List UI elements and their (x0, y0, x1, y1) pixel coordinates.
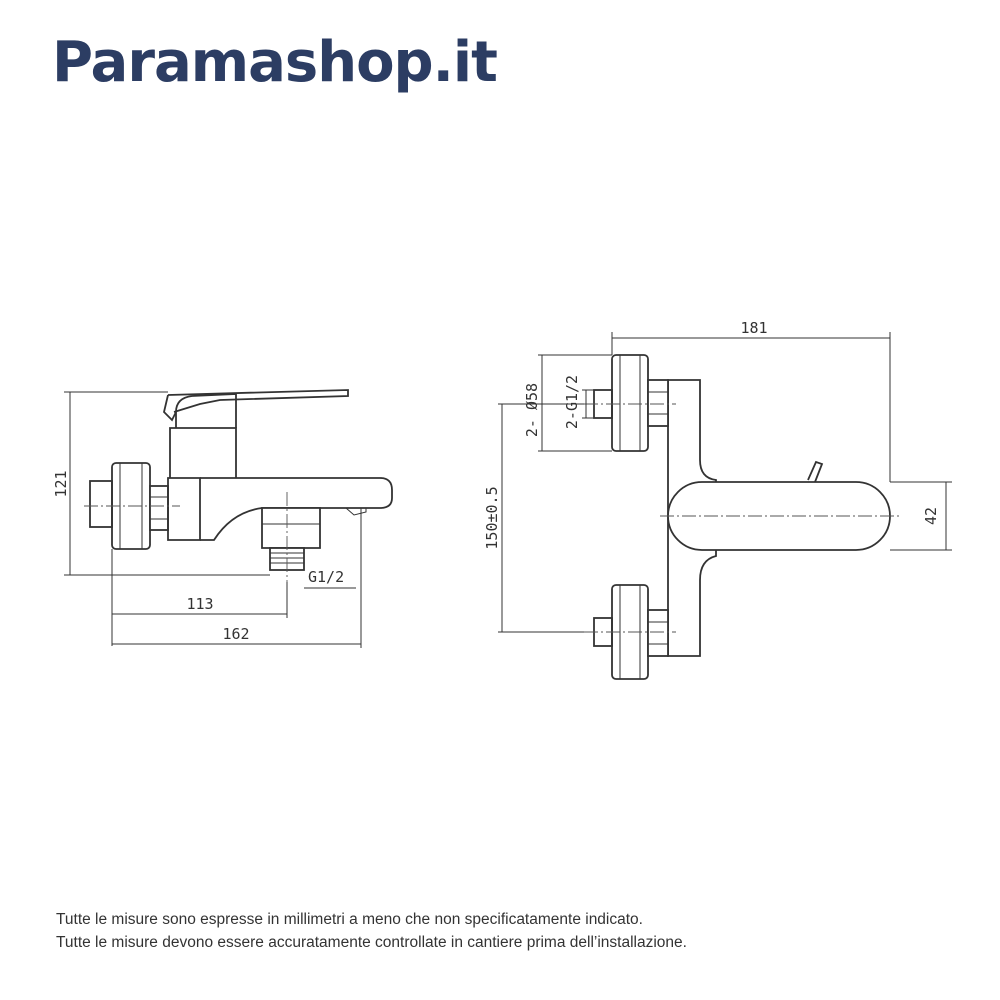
dim-label-181: 181 (740, 319, 767, 337)
side-lever (167, 389, 349, 413)
front-upper-nut (647, 379, 669, 427)
footnote-units: Tutte le misure sono espresse in millime… (56, 911, 643, 928)
front-upper-flange (611, 354, 649, 452)
side-hex-nut (149, 485, 169, 531)
dim-label-162: 162 (222, 625, 249, 643)
front-lever-pin (807, 460, 824, 483)
front-body (667, 379, 717, 657)
footnotes: Tutte le misure sono espresse in millime… (56, 908, 687, 954)
side-inlet-stub (89, 480, 113, 528)
dim-label-42: 42 (922, 507, 940, 525)
dim-label-113: 113 (186, 595, 213, 613)
front-view: 181 2- Ø58 2-G1/2 150±0.5 42 (483, 319, 952, 680)
footnote-verify: Tutte le misure devono essere accuratame… (56, 934, 687, 951)
side-body-connector (167, 477, 201, 541)
side-cartridge (169, 427, 237, 478)
side-view: 121 G1/2 113 162 (52, 389, 393, 648)
brand-logo[interactable]: Paramashop.it (52, 30, 498, 95)
dim-label-inlet-thread: 2-G1/2 (563, 375, 581, 429)
side-diverter (261, 507, 321, 549)
dim-label-121: 121 (52, 470, 70, 497)
front-lower-nut (647, 609, 669, 657)
dim-label-outlet-thread: G1/2 (308, 568, 344, 586)
dim-label-centers: 150±0.5 (483, 486, 501, 549)
side-spout (200, 477, 393, 541)
dim-label-diameter: 2- Ø58 (523, 383, 541, 437)
